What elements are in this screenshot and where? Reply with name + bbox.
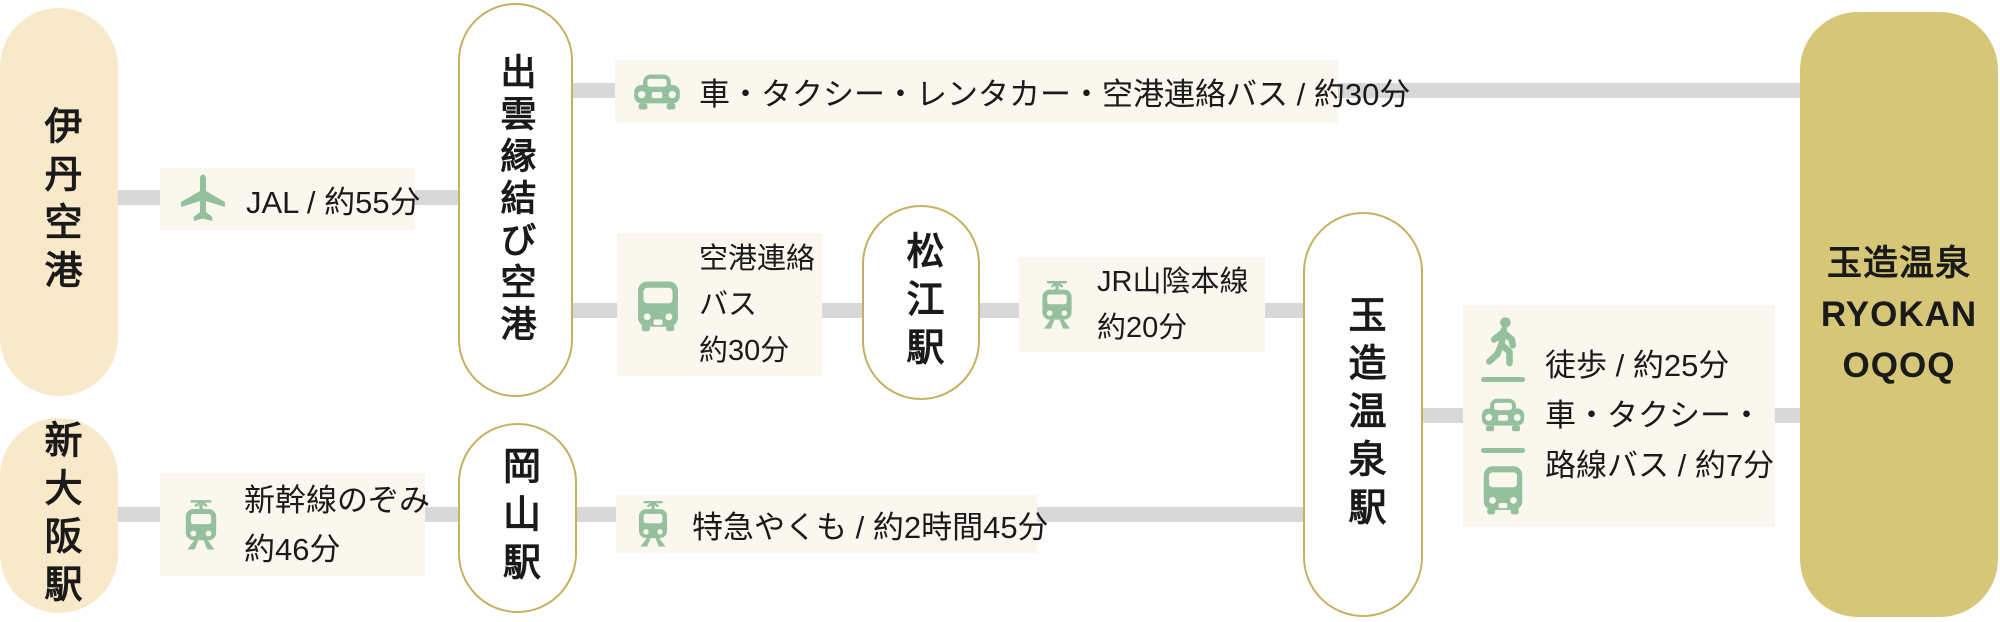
train-icon [184, 499, 218, 551]
leg-final-access: 徒歩 / 約25分 車・タクシー・ 路線バス / 約7分 [1463, 305, 1775, 527]
car-icon [634, 74, 680, 109]
leg-airport-shuttle-bus: 空港連絡 バス 約30分 [617, 233, 822, 376]
leg-jr-sanin-line: JR山陰本線 約20分 [1019, 257, 1265, 352]
destination-line: RYOKAN [1820, 295, 1978, 334]
airplane-icon [181, 174, 225, 221]
node-destination-ryokan: 玉造温泉 RYOKAN OQOQ [1800, 12, 1998, 617]
bus-icon [1483, 466, 1523, 515]
destination-line: OQOQ [1842, 346, 1956, 385]
node-label: 伊丹空港 [38, 106, 80, 298]
node-tamatsukuri-onsen-station: 玉造温泉駅 [1303, 212, 1423, 617]
train-icon [1041, 280, 1073, 330]
train-icon [637, 500, 669, 548]
leg-car-taxi-airport-bus: 車・タクシー・レンタカー・空港連絡バス / 約30分 [615, 60, 1410, 123]
walk-icon [1477, 314, 1529, 370]
node-okayama-station: 岡山駅 [458, 423, 577, 613]
leg-label: 徒歩 / 約25分 車・タクシー・ 路線バス / 約7分 [1545, 348, 1775, 483]
leg-label: 車・タクシー・レンタカー・空港連絡バス / 約30分 [699, 77, 1411, 112]
destination-line: 玉造温泉 [1826, 244, 1971, 283]
leg-express-yakumo: 特急やくも / 約2時間45分 [616, 495, 1049, 553]
leg-label: 特急やくも / 約2時間45分 [692, 509, 1049, 545]
node-izumo-enmusubi-airport: 出雲縁結び空港 [458, 3, 573, 397]
leg-label: 空港連絡 バス 約30分 [699, 242, 816, 367]
node-label: 玉造温泉駅 [1342, 294, 1384, 535]
bus-icon [638, 280, 678, 331]
leg-label: 新幹線のぞみ 約46分 [244, 482, 430, 567]
leg-jal-flight: JAL / 約55分 [160, 168, 421, 230]
node-label: 出雲縁結び空港 [495, 53, 537, 347]
leg-label: JAL / 約55分 [246, 184, 421, 220]
node-label: 岡山駅 [496, 446, 539, 590]
car-icon [1481, 398, 1525, 432]
node-matsue-station: 松江駅 [862, 205, 980, 400]
final-access-icons [1471, 314, 1535, 518]
node-shin-osaka-station: 新大阪駅 [0, 418, 118, 613]
separator-line [1481, 377, 1525, 382]
node-itami-airport: 伊丹空港 [0, 8, 118, 396]
leg-label: JR山陰本線 約20分 [1097, 265, 1249, 344]
node-label: 新大阪駅 [38, 419, 80, 612]
node-label: 松江駅 [900, 230, 942, 375]
destination-name: 玉造温泉 RYOKAN OQOQ [1821, 238, 1977, 391]
leg-shinkansen-nozomi: 新幹線のぞみ 約46分 [160, 473, 430, 576]
separator-line [1481, 448, 1525, 453]
